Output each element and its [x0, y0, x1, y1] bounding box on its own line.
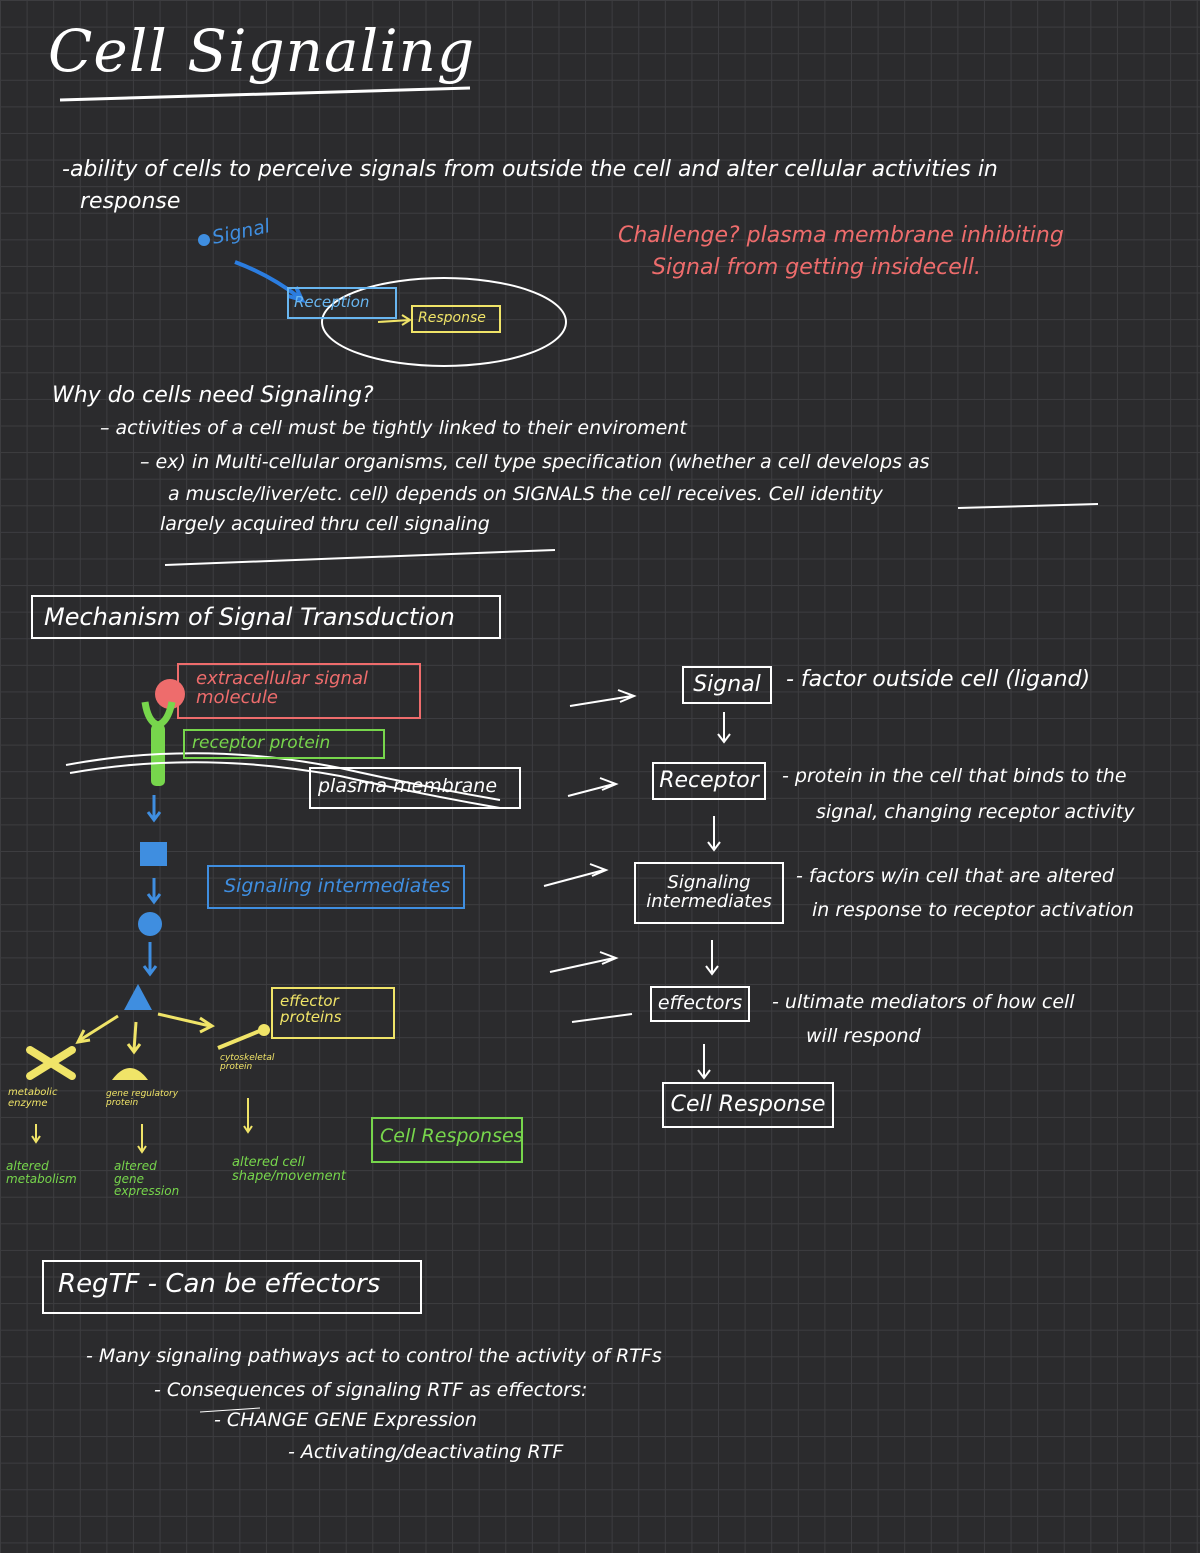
effector-proteins-label: effector proteins	[280, 992, 342, 1026]
flow-intermediates-desc2: in response to receptor activation	[812, 899, 1134, 921]
why-point2-line1: – ex) in Multi-cellular organisms, cell …	[140, 451, 930, 473]
mechanism-heading: Mechanism of Signal Transduction	[44, 603, 455, 631]
altered-gene-label: altered gene expression	[114, 1159, 180, 1199]
flow-signal-box: Signal	[682, 666, 772, 704]
sketch-response-label: Response	[418, 310, 486, 326]
regtf-line1: - Many signaling pathways act to control…	[86, 1345, 662, 1367]
intro-line1: -ability of cells to perceive signals fr…	[62, 157, 998, 182]
flow-signal-desc: - factor outside cell (ligand)	[786, 667, 1091, 692]
cytoskeletal-label: cytoskeletal protein	[220, 1053, 275, 1073]
flow-receptor-text: Receptor	[659, 768, 759, 794]
flow-effectors-text: effectors	[657, 992, 743, 1015]
flow-signal-text: Signal	[693, 672, 761, 698]
why-heading: Why do cells need Signaling?	[52, 383, 374, 408]
challenge-line1: Challenge? plasma membrane inhibiting	[618, 223, 1064, 248]
flow-effectors-box: effectors	[650, 986, 750, 1022]
regtf-heading: RegTF - Can be effectors	[58, 1269, 381, 1299]
intro-line2: response	[80, 189, 181, 214]
receptor-protein-label: receptor protein	[192, 733, 331, 753]
sketch-reception-label: Reception	[294, 293, 370, 311]
why-point2-line2: a muscle/liver/etc. cell) depends on SIG…	[168, 483, 883, 505]
cell-responses-label: Cell Responses	[380, 1125, 524, 1147]
plasma-membrane-label: plasma membrane	[318, 775, 498, 797]
regtf-line4: - Activating/deactivating RTF	[288, 1441, 564, 1463]
regtf-heading-box	[42, 1260, 422, 1314]
flow-intermediates-text: Signaling intermediates	[646, 872, 772, 912]
altered-cell-label: altered cell shape/movement	[232, 1155, 346, 1184]
flow-cell-response-box: Cell Response	[662, 1082, 834, 1128]
metabolic-enzyme-label: metabolic enzyme	[8, 1087, 58, 1109]
flow-cell-response-text: Cell Response	[670, 1092, 826, 1118]
flow-intermediates-desc1: - factors w/in cell that are altered	[796, 865, 1114, 887]
signaling-intermediates-label: Signaling intermediates	[224, 875, 451, 897]
why-point2-line3: largely acquired thru cell signaling	[160, 513, 490, 535]
regtf-line2: - Consequences of signaling RTF as effec…	[154, 1379, 588, 1401]
regtf-line3: - CHANGE GENE Expression	[214, 1409, 477, 1431]
challenge-line2: Signal from getting insidecell.	[652, 255, 981, 280]
page-title: Cell Signaling	[48, 17, 476, 85]
gene-regulatory-label: gene regulatory protein	[106, 1089, 179, 1109]
flow-effectors-desc2: will respond	[806, 1025, 921, 1047]
why-point1: – activities of a cell must be tightly l…	[100, 417, 687, 439]
flow-intermediates-box: Signaling intermediates	[634, 862, 784, 924]
flow-receptor-desc1: - protein in the cell that binds to the	[782, 765, 1127, 787]
flow-receptor-desc2: signal, changing receptor activity	[816, 801, 1135, 823]
flow-effectors-desc1: - ultimate mediators of how cell	[772, 991, 1075, 1013]
flow-receptor-box: Receptor	[652, 762, 766, 800]
extracellular-label: extracellular signal molecule	[196, 668, 368, 708]
altered-metabolism-label: altered metabolism	[6, 1159, 77, 1186]
